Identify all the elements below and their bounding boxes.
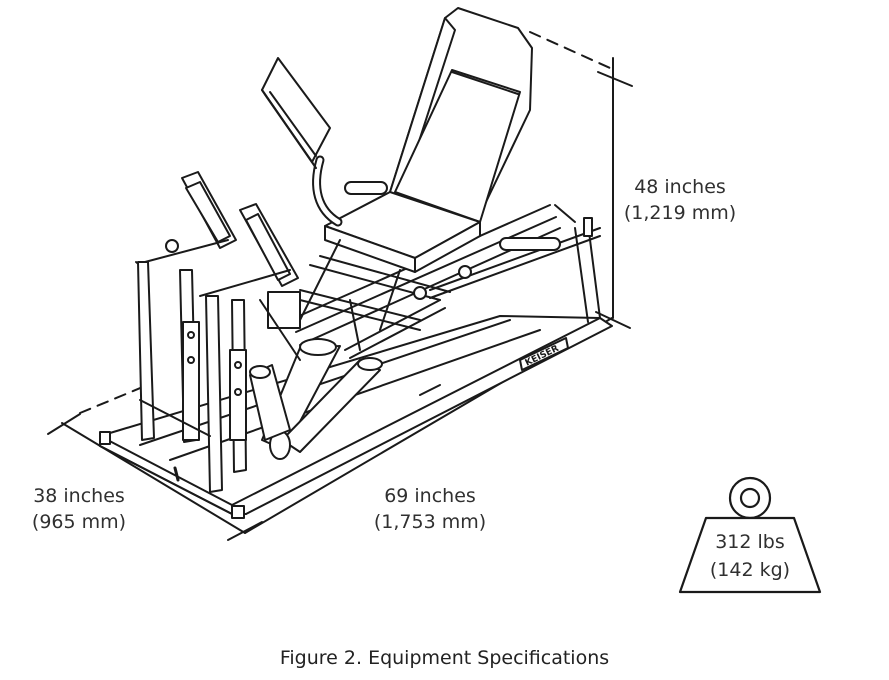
length-metric: (1,753 mm) [373,511,487,533]
height-label: 48 inches (1,219 mm) [612,174,748,226]
linkage-arms [259,265,472,361]
back-pad [261,57,343,227]
weight-imperial: 312 lbs [715,531,785,553]
seat-handle [344,181,561,251]
height-imperial: 48 inches [634,176,726,198]
air-cylinders [249,299,446,460]
foot-plate-right [199,203,301,329]
base-frame [99,315,613,519]
seat-cushion [299,191,481,331]
length-imperial: 69 inches [384,485,476,507]
front-legs [137,261,247,493]
weight-icon: 312 lbs (142 kg) [678,476,822,594]
rear-support [429,204,601,371]
length-label: 69 inches (1,753 mm) [360,483,500,535]
width-dimension-line [47,383,263,541]
figure-caption: Figure 2. Equipment Specifications [279,647,610,669]
width-metric: (965 mm) [31,511,127,533]
height-metric: (1,219 mm) [623,202,737,224]
weight-metric: (142 kg) [710,559,790,581]
width-imperial: 38 inches [33,485,125,507]
width-label: 38 inches (965 mm) [14,483,144,535]
height-dimension-line [529,31,633,329]
foot-plate-left [135,171,237,273]
seat-back [389,7,533,226]
